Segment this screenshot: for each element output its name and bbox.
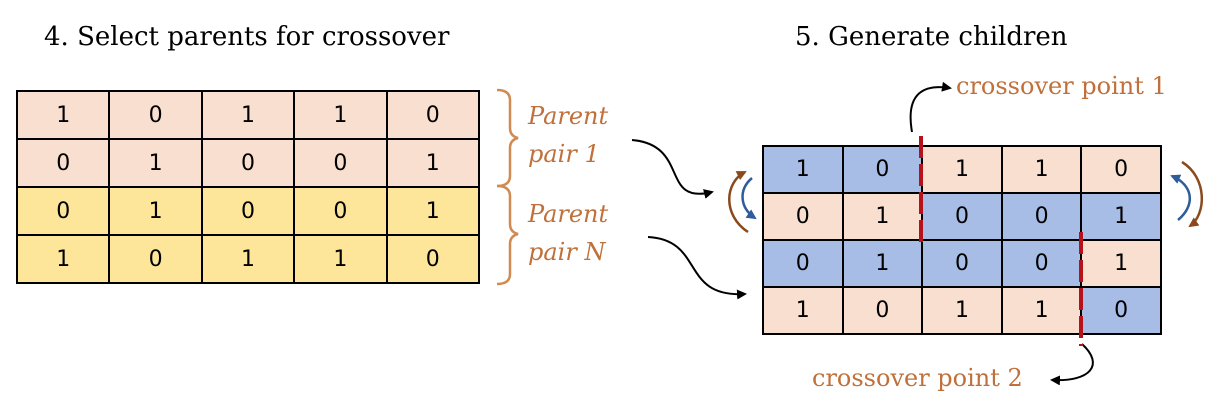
child-cell: 0 — [921, 239, 1003, 288]
parent-pair-1-label-line2: pair 1 — [528, 140, 600, 168]
child-cell: 0 — [1080, 286, 1162, 335]
child-cell: 1 — [762, 145, 844, 194]
section-title-select-parents: 4. Select parents for crossover — [44, 22, 450, 52]
parent-cell: 0 — [108, 90, 203, 140]
swap-arrow-left-brown — [728, 170, 749, 234]
parent-cell: 1 — [385, 138, 480, 188]
child-cell: 1 — [841, 192, 924, 241]
parent-cell: 0 — [108, 234, 203, 284]
child-cell: 0 — [1080, 145, 1162, 194]
crossover-point-2-label: crossover point 2 — [812, 364, 1023, 392]
child-cell: 0 — [1000, 192, 1083, 241]
child-cell: 0 — [841, 145, 924, 194]
parent-cell: 0 — [385, 234, 480, 284]
child-cell: 0 — [762, 192, 844, 241]
child-cell: 1 — [1000, 145, 1083, 194]
parent-pair-1-label-line1: Parent — [528, 102, 609, 130]
crossover-point-1-label: crossover point 1 — [956, 72, 1167, 100]
parent-cell: 1 — [200, 234, 296, 284]
swap-arrow-right-blue — [1170, 174, 1192, 221]
parent-cell: 1 — [293, 90, 388, 140]
parent-cell: 0 — [385, 90, 480, 140]
parent-cell: 1 — [200, 90, 296, 140]
parent-cell: 1 — [108, 138, 203, 188]
parent-cell: 0 — [15, 138, 111, 188]
child-cell: 0 — [841, 286, 924, 335]
parent-cell: 0 — [15, 186, 111, 236]
parent-cell: 1 — [385, 186, 480, 236]
parent-cell: 1 — [15, 90, 111, 140]
brace-pair-1 — [496, 88, 519, 188]
child-cell: 1 — [921, 286, 1003, 335]
arrow-pair-1-to-children — [631, 139, 714, 199]
brace-pair-n — [496, 184, 519, 286]
child-cell: 0 — [1000, 239, 1083, 288]
parent-pair-n-label-line2: pair N — [528, 238, 606, 266]
arrow-pair-n-to-children — [647, 236, 747, 300]
parent-pair-n-label-line1: Parent — [528, 200, 609, 228]
crossover-point-2-arrow — [1050, 343, 1094, 386]
child-cell: 1 — [1000, 286, 1083, 335]
parent-cell: 1 — [108, 186, 203, 236]
parent-cell: 0 — [293, 186, 388, 236]
child-cell: 0 — [921, 192, 1003, 241]
swap-arrow-left-blue — [741, 177, 757, 220]
child-cell: 1 — [1080, 239, 1162, 288]
section-title-generate-children: 5. Generate children — [795, 22, 1068, 52]
crossover-point-1-arrow — [909, 81, 952, 133]
child-cell: 1 — [1080, 192, 1162, 241]
child-cell: 1 — [841, 239, 924, 288]
parent-cell: 0 — [200, 138, 296, 188]
child-cell: 1 — [762, 286, 844, 335]
parent-cell: 0 — [200, 186, 296, 236]
parent-cell: 0 — [293, 138, 388, 188]
child-cell: 0 — [762, 239, 844, 288]
parent-cell: 1 — [293, 234, 388, 284]
child-cell: 1 — [921, 145, 1003, 194]
parent-cell: 1 — [15, 234, 111, 284]
swap-arrow-right-brown — [1181, 160, 1203, 228]
